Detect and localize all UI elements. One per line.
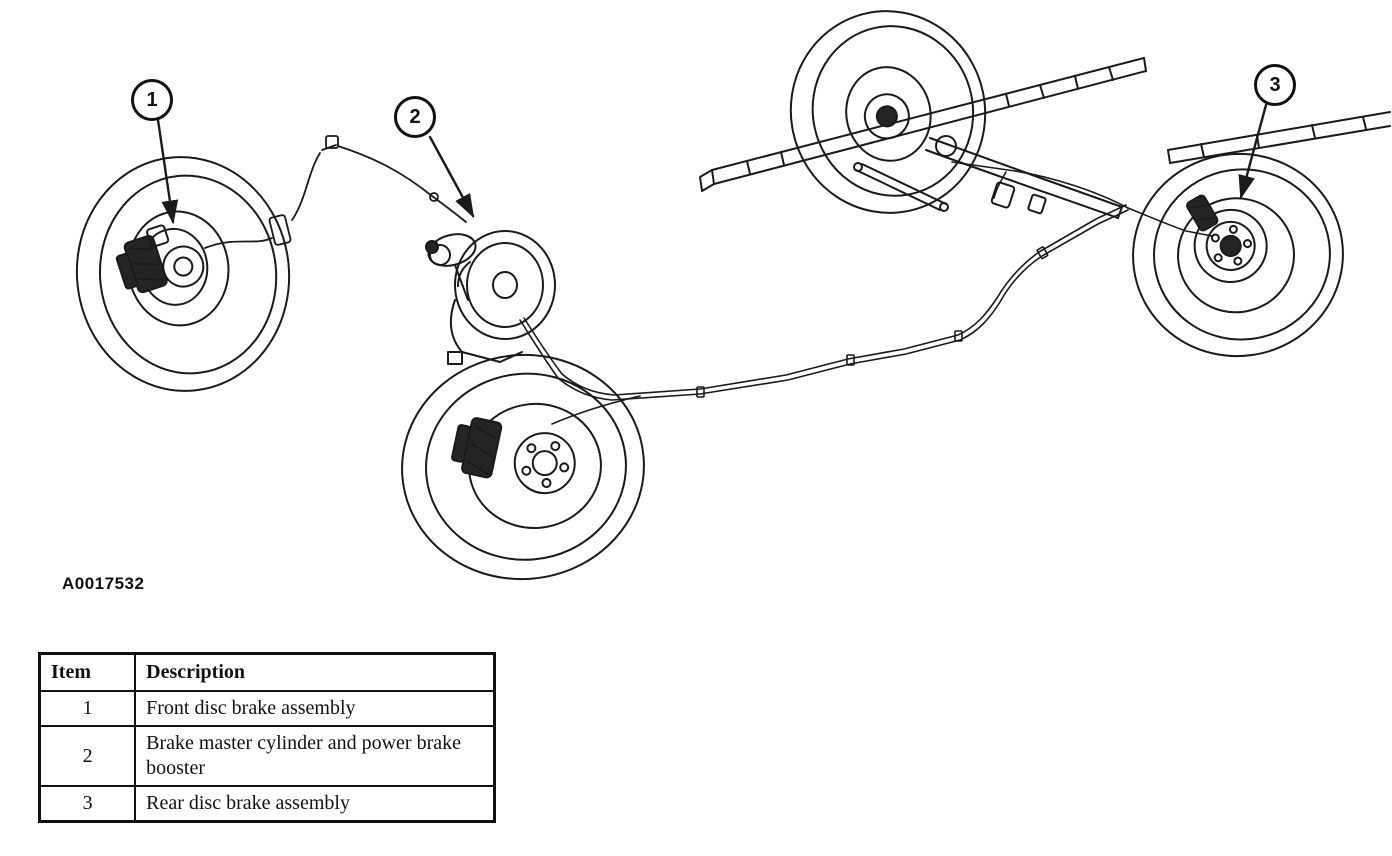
rear-right-brake-assembly [1186,194,1219,232]
legend-item-description: Brake master cylinder and power brake bo… [134,725,496,787]
front-left-wheel [75,156,291,392]
rear-right-wheel [1132,152,1344,358]
rear-left-wheel [789,10,987,214]
frame-rail-right [1167,111,1391,164]
frame-rail-left [699,57,1147,192]
legend-header-row: Item Description [38,652,496,692]
callout-1-number: 1 [146,88,158,111]
figure-code: A0017532 [62,574,145,593]
legend-header-description: Description [134,652,496,692]
brake-system-diagram [75,10,1391,581]
table-row: 1 Front disc brake assembly [38,690,496,727]
callout-2-master-cylinder-booster: 2 [394,96,436,138]
callout-3-number: 3 [1269,73,1281,96]
callout-1-arrow [156,118,179,225]
legend-item-number: 2 [38,725,137,787]
legend-header-item: Item [38,652,137,692]
legend-item-number: 3 [38,785,137,823]
front-left-brake-assembly [115,224,205,294]
legend-item-number: 1 [38,690,137,727]
legend-item-description: Rear disc brake assembly [134,785,496,823]
front-brake-line [204,135,467,249]
table-row: 2 Brake master cylinder and power brake … [38,725,496,787]
front-right-wheel [401,353,645,581]
legend-table: Item Description 1 Front disc brake asse… [38,652,496,823]
callout-1-front-disc-brake: 1 [131,79,173,121]
callout-2-arrow [428,135,475,219]
callout-3-rear-disc-brake: 3 [1254,64,1296,106]
callout-arrows [156,103,1268,225]
callout-2-number: 2 [409,105,421,128]
rear-axle [853,135,1123,219]
legend-item-description: Front disc brake assembly [134,690,496,727]
front-right-brake-assembly [451,417,503,479]
brake-lines [519,161,1213,425]
master-cylinder-booster [425,230,556,365]
callout-3-arrow [1238,103,1268,200]
table-row: 3 Rear disc brake assembly [38,785,496,823]
